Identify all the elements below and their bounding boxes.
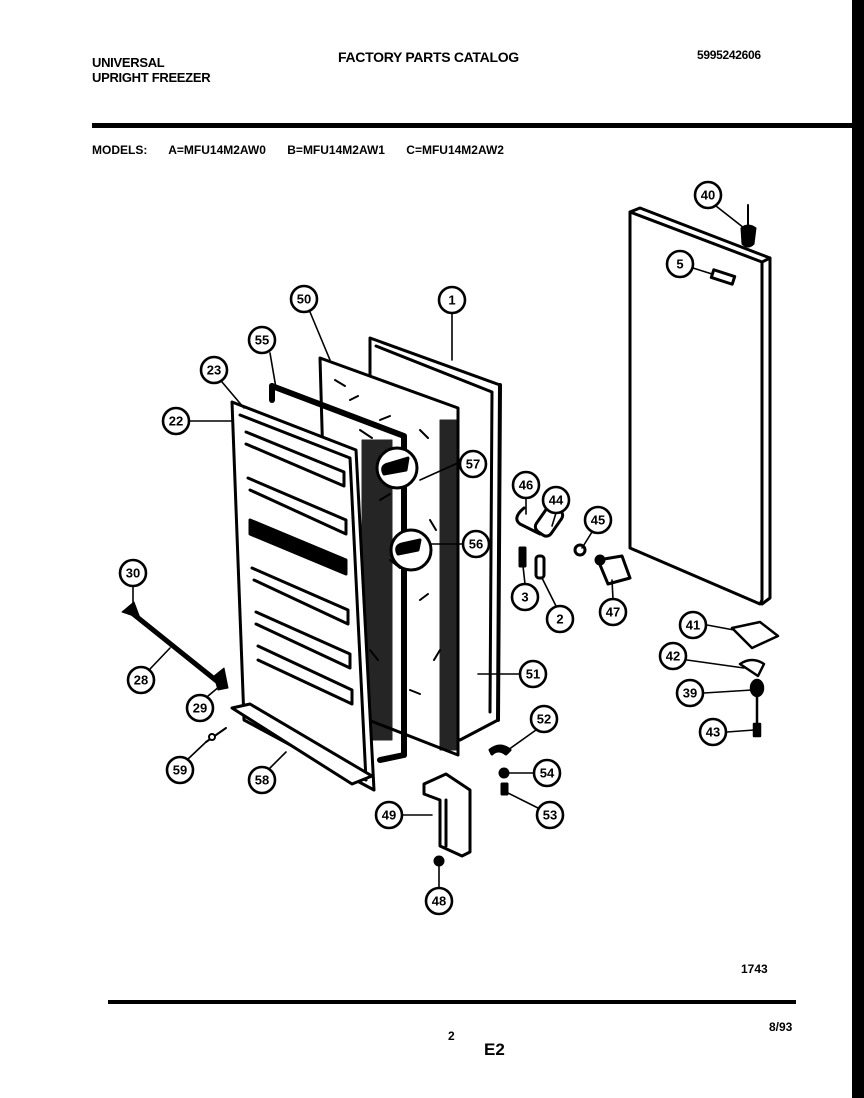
section-code: E2: [484, 1040, 505, 1059]
model-b: B=MFU14M2AW1: [287, 143, 385, 157]
svg-text:3: 3: [521, 590, 528, 605]
svg-text:42: 42: [666, 649, 680, 664]
svg-text:51: 51: [526, 667, 540, 682]
detail-magnifier-circles: [375, 446, 433, 572]
svg-text:45: 45: [591, 513, 605, 528]
model-c: C=MFU14M2AW2: [406, 143, 504, 157]
svg-text:56: 56: [469, 537, 483, 552]
brand-name: UNIVERSAL: [92, 55, 165, 70]
svg-text:5: 5: [676, 257, 683, 272]
bottom-hinge-parts: [730, 620, 780, 738]
svg-text:54: 54: [540, 766, 555, 781]
callout-3: 3: [510, 582, 540, 612]
svg-text:58: 58: [255, 773, 269, 788]
svg-text:57: 57: [466, 457, 480, 472]
drawing-number: 1743: [741, 962, 768, 976]
callout-52: 52: [529, 704, 559, 734]
door-shelf-frame: [230, 400, 376, 792]
callout-51: 51: [518, 659, 548, 689]
callout-42: 42: [658, 641, 688, 671]
page-number: 2: [448, 1029, 455, 1043]
callout-54: 54: [532, 758, 562, 788]
callout-45: 45: [583, 505, 613, 535]
scan-border: [852, 0, 864, 1098]
callout-46: 46: [511, 470, 541, 500]
svg-text:1: 1: [448, 293, 455, 308]
svg-text:44: 44: [549, 493, 564, 508]
svg-text:43: 43: [706, 725, 720, 740]
outer-door-panel: [628, 206, 772, 606]
callout-56: 56: [461, 529, 491, 559]
handle-rod-assembly: [121, 601, 229, 691]
callout-43: 43: [698, 717, 728, 747]
callout-1: 1: [437, 285, 467, 315]
svg-text:30: 30: [126, 566, 140, 581]
models-label: MODELS:: [92, 143, 148, 157]
svg-text:49: 49: [382, 808, 396, 823]
header-rule: [92, 123, 852, 128]
svg-text:50: 50: [297, 292, 311, 307]
callout-28: 28: [126, 665, 156, 695]
callout-40: 40: [693, 180, 723, 210]
hinge-parts: [515, 504, 632, 586]
revision-date: 8/93: [769, 1020, 793, 1034]
svg-text:40: 40: [701, 188, 715, 203]
callout-58: 58: [247, 765, 277, 795]
catalog-title: FACTORY PARTS CATALOG: [338, 49, 519, 65]
bottom-cover-parts: [422, 744, 512, 867]
callout-29: 29: [185, 693, 215, 723]
callout-22: 22: [161, 406, 191, 436]
callout-2: 2: [545, 604, 575, 634]
callout-49: 49: [374, 800, 404, 830]
leader-lines: [132, 205, 755, 888]
svg-text:59: 59: [173, 763, 187, 778]
callout-23: 23: [199, 355, 229, 385]
callout-57: 57: [458, 449, 488, 479]
product-type: UPRIGHT FREEZER: [92, 70, 211, 85]
svg-text:29: 29: [193, 701, 207, 716]
models-line: MODELS: A=MFU14M2AW0 B=MFU14M2AW1 C=MFU1…: [92, 143, 522, 157]
callout-55: 55: [247, 325, 277, 355]
callout-53: 53: [535, 800, 565, 830]
brand-block: UNIVERSAL UPRIGHT FREEZER: [92, 55, 211, 85]
callout-44: 44: [541, 485, 571, 515]
callout-41: 41: [678, 610, 708, 640]
door-gasket: [269, 383, 407, 763]
callout-48: 48: [424, 886, 454, 916]
svg-text:53: 53: [543, 808, 557, 823]
callout-30: 30: [118, 558, 148, 588]
svg-text:28: 28: [134, 673, 148, 688]
svg-text:55: 55: [255, 333, 269, 348]
svg-text:39: 39: [683, 686, 697, 701]
svg-text:2: 2: [556, 612, 563, 627]
svg-text:46: 46: [519, 478, 533, 493]
callout-59: 59: [165, 755, 195, 785]
svg-text:52: 52: [537, 712, 551, 727]
svg-text:23: 23: [207, 363, 221, 378]
callout-39: 39: [675, 678, 705, 708]
screw-part: [205, 727, 227, 743]
svg-text:47: 47: [606, 605, 620, 620]
callout-5: 5: [665, 249, 695, 279]
svg-text:48: 48: [432, 894, 446, 909]
svg-text:41: 41: [686, 618, 700, 633]
model-a: A=MFU14M2AW0: [168, 143, 266, 157]
svg-text:22: 22: [169, 414, 183, 429]
catalog-number: 5995242606: [697, 48, 761, 62]
top-hinge-part: [740, 204, 757, 248]
footer-rule: [108, 1000, 796, 1004]
callout-47: 47: [598, 597, 628, 627]
callout-50: 50: [289, 284, 319, 314]
